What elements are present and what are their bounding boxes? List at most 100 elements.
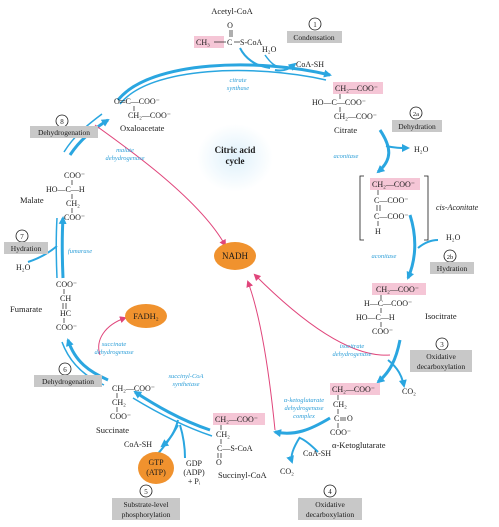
arrow-co2-out-4	[286, 436, 301, 464]
step-1-box	[287, 31, 342, 43]
svg-text:C—COO⁻: C—COO⁻	[374, 196, 408, 205]
arrow-oaa-to-citrate	[116, 63, 332, 101]
malate-structure: COO⁻ HO—C—H CH₂ COO⁻	[46, 171, 85, 222]
svg-text:CH₂—COO⁻: CH₂—COO⁻	[112, 384, 155, 393]
coash-step-5: CoA-SH	[124, 440, 152, 449]
step-3-box	[410, 350, 472, 372]
pi-label: + Pᵢ	[188, 477, 201, 486]
svg-text:CH: CH	[60, 294, 71, 303]
step-4-number-circle	[323, 484, 337, 498]
enzyme-icdh-1: isocitrate	[340, 343, 365, 350]
arrow-coash-out-5	[160, 419, 179, 448]
svg-text:C—COO⁻: C—COO⁻	[374, 212, 408, 221]
step-8: 8 Dehydrogenation	[30, 114, 98, 138]
step-3-number: 3	[440, 341, 444, 349]
coash-step-1: CoA-SH	[296, 60, 324, 69]
h2o-step-7: H₂O	[16, 263, 31, 272]
cis-aconitate-structure: CH₂—COO⁻ C—COO⁻ C—COO⁻ H	[359, 175, 429, 241]
enzyme-fumarase: fumarase	[68, 248, 92, 255]
arrow-co2-out-3	[387, 359, 407, 388]
enzyme-icdh-2: dehydrogenase	[332, 351, 371, 358]
svg-text:CH₂—COO⁻: CH₂—COO⁻	[334, 112, 377, 121]
enzyme-aconitase-2: aconitase	[372, 253, 397, 260]
step-4-label-1: Oxidative	[315, 500, 345, 509]
h2o-step-2a: H₂O	[414, 145, 429, 154]
isocitrate-structure: CH₂—COO⁻ H—C—COO⁻ HO—C—H COO⁻	[356, 283, 426, 336]
step-5-label-2: phosphorylation	[122, 510, 171, 519]
step-5-box	[112, 498, 180, 520]
enzyme-scs-1: succinyl-CoA	[168, 373, 203, 380]
svg-text:CH₃: CH₃	[196, 38, 210, 47]
svg-text:H: H	[375, 227, 381, 236]
succinyl-coa-structure: CH₂—COO⁻ CH₂ C—S-CoA O	[213, 413, 265, 467]
svg-text:COO⁻: COO⁻	[64, 171, 85, 180]
enzyme-sdh-2: dehydrogenase	[94, 349, 133, 356]
arrow-h2o-out-2a	[385, 143, 410, 152]
step-4-number: 4	[328, 488, 332, 496]
step-6-label: Dehydrogenation	[42, 377, 94, 386]
svg-text:C: C	[227, 38, 232, 47]
cis-aconitate-name: cis-Aconitate	[436, 203, 479, 212]
akg-structure: CH₂—COO⁻ CH₂ C O COO⁻	[330, 383, 380, 437]
enzyme-akgdh-1: α-ketoglutarate	[284, 397, 324, 404]
arrow-fumarate-to-malate	[58, 216, 67, 279]
arrow-gdp-in	[179, 424, 186, 459]
svg-text:O: O	[347, 414, 353, 423]
h2o-step-2b: H₂O	[446, 233, 461, 242]
svg-text:O: O	[216, 458, 222, 467]
center-title-line2: cycle	[226, 156, 245, 166]
svg-text:CH₂: CH₂	[333, 400, 347, 409]
step-1: 1 Condensation	[287, 17, 342, 43]
acetyl-coa-structure: Acetyl-CoA O CH₃ C S-CoA	[194, 6, 262, 48]
oxaloacetate-structure: O═C—COO⁻ CH₂—COO⁻	[114, 97, 171, 120]
step-2b-box	[430, 262, 474, 274]
svg-text:CH₂—COO⁻: CH₂—COO⁻	[215, 415, 258, 424]
step-4: 4 Oxidative decarboxylation	[298, 484, 362, 520]
step-4-box	[298, 498, 362, 520]
pink-arrow-akgdh-to-nadh	[246, 280, 276, 431]
fadh2-oval	[125, 304, 167, 328]
cycle-arrows	[27, 47, 439, 464]
step-6: 6 Dehydrogenation	[34, 362, 102, 387]
enzyme-scs-2: synthetase	[172, 381, 199, 388]
svg-text:CH₂—COO⁻: CH₂—COO⁻	[128, 111, 171, 120]
enzyme-akgdh-2: dehydrogenase	[284, 405, 323, 412]
akg-name: α-Ketoglutarate	[332, 440, 386, 450]
co2-step-4: CO₂	[280, 467, 294, 476]
malate-name: Malate	[20, 195, 44, 205]
pink-arrow-sdh-to-fadh2	[98, 316, 127, 356]
step-3-label-1: Oxidative	[426, 352, 456, 361]
center-glow	[197, 124, 273, 192]
step-7-box	[4, 242, 48, 254]
succinate-name: Succinate	[96, 425, 129, 435]
arrow-h2o-in-2b	[417, 239, 439, 249]
arrow-akg-to-succinylcoa	[273, 416, 331, 438]
arrow-acetyl-coa-in	[239, 47, 271, 69]
pink-arrows	[94, 124, 391, 431]
center-title-line1: Citric acid	[215, 145, 256, 155]
oxaloacetate-name: Oxaloacetate	[120, 123, 165, 133]
fumarate-name: Fumarate	[10, 304, 42, 314]
atp-label: (ATP)	[146, 468, 166, 477]
step-3: 3 Oxidative decarboxylation	[410, 337, 472, 372]
succinyl-coa-name: Succinyl-CoA	[218, 470, 267, 480]
arrow-citrate-to-cisaconitate	[376, 129, 391, 174]
h2o-step-1: H₂O	[262, 45, 277, 54]
svg-text:O═C—COO⁻: O═C—COO⁻	[114, 97, 160, 106]
svg-text:HO—C—COO⁻: HO—C—COO⁻	[312, 98, 366, 107]
step-4-label-2: decarboxylation	[306, 510, 355, 519]
svg-text:CH₂: CH₂	[216, 430, 230, 439]
svg-text:COO⁻: COO⁻	[330, 428, 351, 437]
svg-text:COO⁻: COO⁻	[110, 412, 131, 421]
co2-step-3: CO₂	[402, 387, 416, 396]
enzyme-akgdh-3: complex	[293, 413, 315, 420]
isocitrate-name: Isocitrate	[425, 311, 457, 321]
step-8-box	[30, 126, 98, 138]
step-2b-number: 2b	[447, 254, 454, 261]
svg-text:CH₂—COO⁻: CH₂—COO⁻	[372, 180, 415, 189]
svg-text:H—C—COO⁻: H—C—COO⁻	[364, 299, 412, 308]
step-5-number-circle	[139, 484, 153, 498]
nadh-oval	[214, 242, 256, 270]
